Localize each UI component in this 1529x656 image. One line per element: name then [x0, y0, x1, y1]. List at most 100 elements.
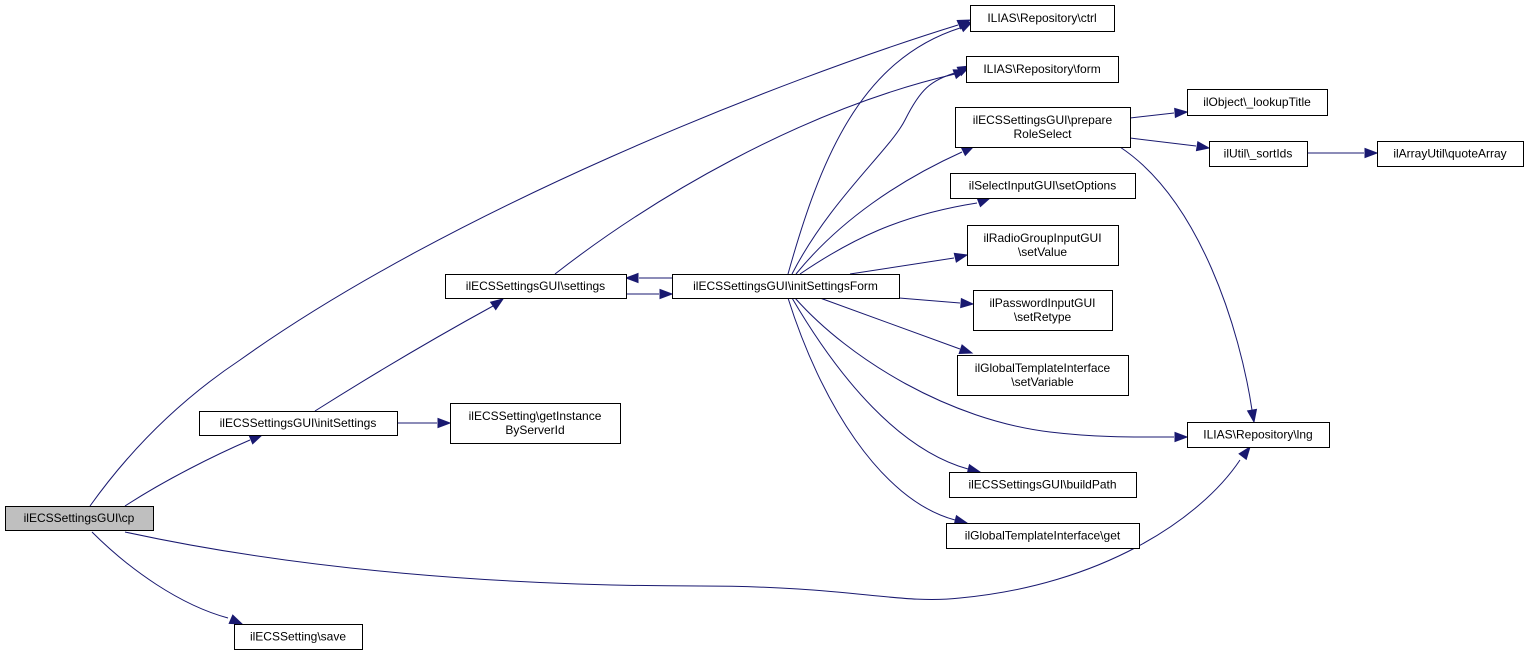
node-label: ILIAS\Repository\ctrl: [987, 11, 1096, 25]
edge-settings-to-initSettingsForm: [626, 288, 674, 300]
node-lng[interactable]: ILIAS\Repository\lng: [1187, 422, 1330, 448]
edge-initSettingsForm-to-ctrl: [787, 21, 974, 275]
node-save[interactable]: ilECSSetting\save: [234, 624, 363, 650]
node-box: [970, 5, 1115, 32]
edge-initSettingsForm-to-prepareRoleSelect: [795, 145, 976, 275]
node-setRetype[interactable]: ilPasswordInputGUI\setRetype: [973, 290, 1113, 331]
nodes-layer: ilECSSettingsGUI\cp ilECSSetting\save ilEC…: [5, 5, 1524, 650]
node-setValue[interactable]: ilRadioGroupInputGUI\setValue: [967, 225, 1119, 266]
node-label: \setValue: [1018, 245, 1067, 259]
node-setVariable[interactable]: ilGlobalTemplateInterface\setVariable: [957, 355, 1129, 396]
arrowhead-icon: [953, 252, 969, 263]
edge-line: [314, 305, 494, 412]
node-label: ilECSSettingsGUI\initSettings: [220, 416, 377, 430]
node-initSettings[interactable]: ilECSSettingsGUI\initSettings: [199, 411, 398, 436]
node-quoteArray[interactable]: ilArrayUtil\quoteArray: [1377, 141, 1524, 167]
node-box: [955, 107, 1131, 148]
edge-line: [787, 297, 956, 521]
edge-line: [1119, 146, 1253, 411]
node-box: [199, 411, 398, 436]
arrowhead-icon: [248, 434, 264, 445]
edge-sortIds-to-quoteArray: [1307, 147, 1379, 159]
node-label: ilGlobalTemplateInterface: [975, 361, 1111, 375]
edge-prepareRoleSelect-to-lookupTitle: [1129, 107, 1189, 119]
arrowhead-icon: [1174, 431, 1189, 443]
arrowhead-icon: [958, 344, 974, 355]
node-box: [1187, 422, 1330, 448]
arrowhead-icon: [1174, 107, 1189, 119]
edge-initSettingsForm-to-settings: [624, 272, 672, 284]
arrowhead-icon: [228, 614, 244, 625]
edge-initSettingsForm-to-setRetype: [898, 297, 975, 309]
arrowhead-icon: [489, 298, 505, 311]
arrowhead-icon: [976, 197, 992, 208]
edge-line: [89, 24, 959, 507]
node-box: [1187, 89, 1328, 116]
edge-initSettingsForm-to-setVariable: [819, 297, 974, 355]
node-label: \setRetype: [1014, 310, 1072, 324]
node-box: [949, 472, 1137, 498]
node-label: RoleSelect: [1013, 127, 1072, 141]
node-buildPath[interactable]: ilECSSettingsGUI\buildPath: [949, 472, 1137, 498]
edge-line: [799, 202, 978, 275]
edge-line: [91, 531, 229, 619]
node-lookupTitle[interactable]: ilObject\_lookupTitle: [1187, 89, 1328, 116]
edge-line: [124, 439, 251, 507]
arrowhead-icon: [1238, 445, 1251, 461]
node-box: [234, 624, 363, 650]
edge-line: [849, 257, 955, 275]
arrowhead-icon: [1364, 147, 1379, 159]
node-label: ilECSSettingsGUI\prepare: [973, 113, 1113, 127]
node-label: ilPasswordInputGUI: [989, 296, 1095, 310]
edges-layer: [89, 19, 1379, 625]
edge-cp-to-initSettings: [124, 434, 264, 507]
arrowhead-icon: [659, 288, 674, 300]
node-label: ilECSSettingsGUI\initSettingsForm: [693, 279, 878, 293]
node-cp[interactable]: ilECSSettingsGUI\cp: [5, 506, 154, 531]
node-label: ilECSSettingsGUI\settings: [466, 279, 605, 293]
node-box: [1209, 141, 1308, 167]
node-box: [5, 506, 154, 531]
edge-initSettingsForm-to-buildPath: [791, 297, 982, 475]
node-initSettingsForm[interactable]: ilECSSettingsGUI\initSettingsForm: [672, 274, 900, 299]
edge-line: [1129, 112, 1175, 119]
edge-line: [898, 297, 961, 304]
node-box: [967, 225, 1119, 266]
edge-prepareRoleSelect-to-sortIds: [1129, 137, 1211, 152]
node-box: [973, 290, 1113, 331]
node-label: \setVariable: [1011, 375, 1074, 389]
node-label: ilECSSetting\save: [250, 630, 346, 644]
node-label: ilArrayUtil\quoteArray: [1393, 147, 1506, 161]
edge-initSettings-to-getInstance: [397, 417, 452, 429]
edge-line: [791, 297, 969, 470]
node-box: [946, 523, 1140, 549]
node-label: ilUtil\_sortIds: [1224, 147, 1293, 161]
edge-cp-to-lng: [124, 445, 1251, 601]
arrowhead-icon: [437, 417, 452, 429]
edge-initSettingsForm-to-setValue: [849, 252, 969, 275]
node-label: ilGlobalTemplateInterface\get: [965, 529, 1121, 543]
arrowhead-icon: [960, 297, 975, 309]
arrowhead-icon: [624, 272, 639, 284]
node-get[interactable]: ilGlobalTemplateInterface\get: [946, 523, 1140, 549]
node-sortIds[interactable]: ilUtil\_sortIds: [1209, 141, 1308, 167]
edge-initSettings-to-settings: [314, 298, 505, 412]
node-label: ILIAS\Repository\lng: [1203, 428, 1312, 442]
edge-line: [794, 297, 1175, 438]
arrowhead-icon: [1246, 408, 1258, 424]
node-ctrl[interactable]: ILIAS\Repository\ctrl: [970, 5, 1115, 32]
node-box: [1377, 141, 1524, 167]
node-settings[interactable]: ilECSSettingsGUI\settings: [445, 274, 627, 299]
edge-initSettingsForm-to-get: [787, 297, 969, 526]
node-label: ILIAS\Repository\form: [983, 62, 1100, 76]
node-form[interactable]: ILIAS\Repository\form: [966, 56, 1119, 83]
edge-initSettingsForm-to-setOptions: [799, 197, 992, 275]
arrowhead-icon: [958, 21, 974, 33]
node-setOptions[interactable]: ilSelectInputGUI\setOptions: [950, 173, 1136, 199]
edge-prepareRoleSelect-to-lng: [1119, 146, 1258, 424]
node-box: [450, 403, 621, 444]
edge-initSettingsForm-to-lng: [794, 297, 1189, 443]
